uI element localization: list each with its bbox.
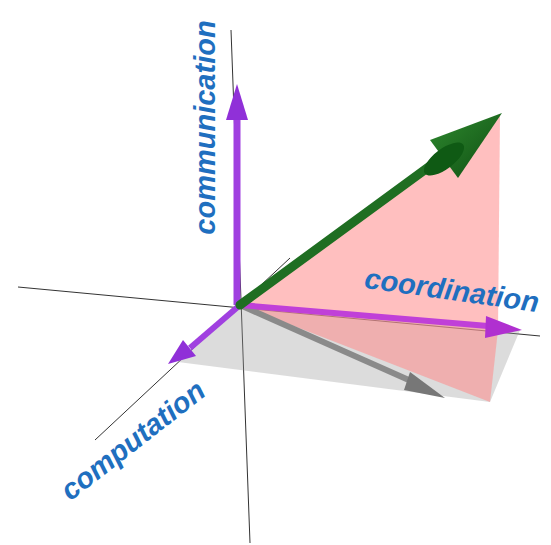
axis-arrow xyxy=(234,115,241,305)
arrow-head xyxy=(168,340,196,364)
arrow-head xyxy=(226,84,248,120)
axis-label: computation xyxy=(56,375,211,505)
arrow-head xyxy=(419,137,469,182)
arrow-head xyxy=(485,316,522,338)
axis-label: communication xyxy=(191,20,220,234)
arrow-head xyxy=(404,372,445,398)
axis-arrow xyxy=(190,305,240,348)
axis-arrow xyxy=(240,305,488,326)
